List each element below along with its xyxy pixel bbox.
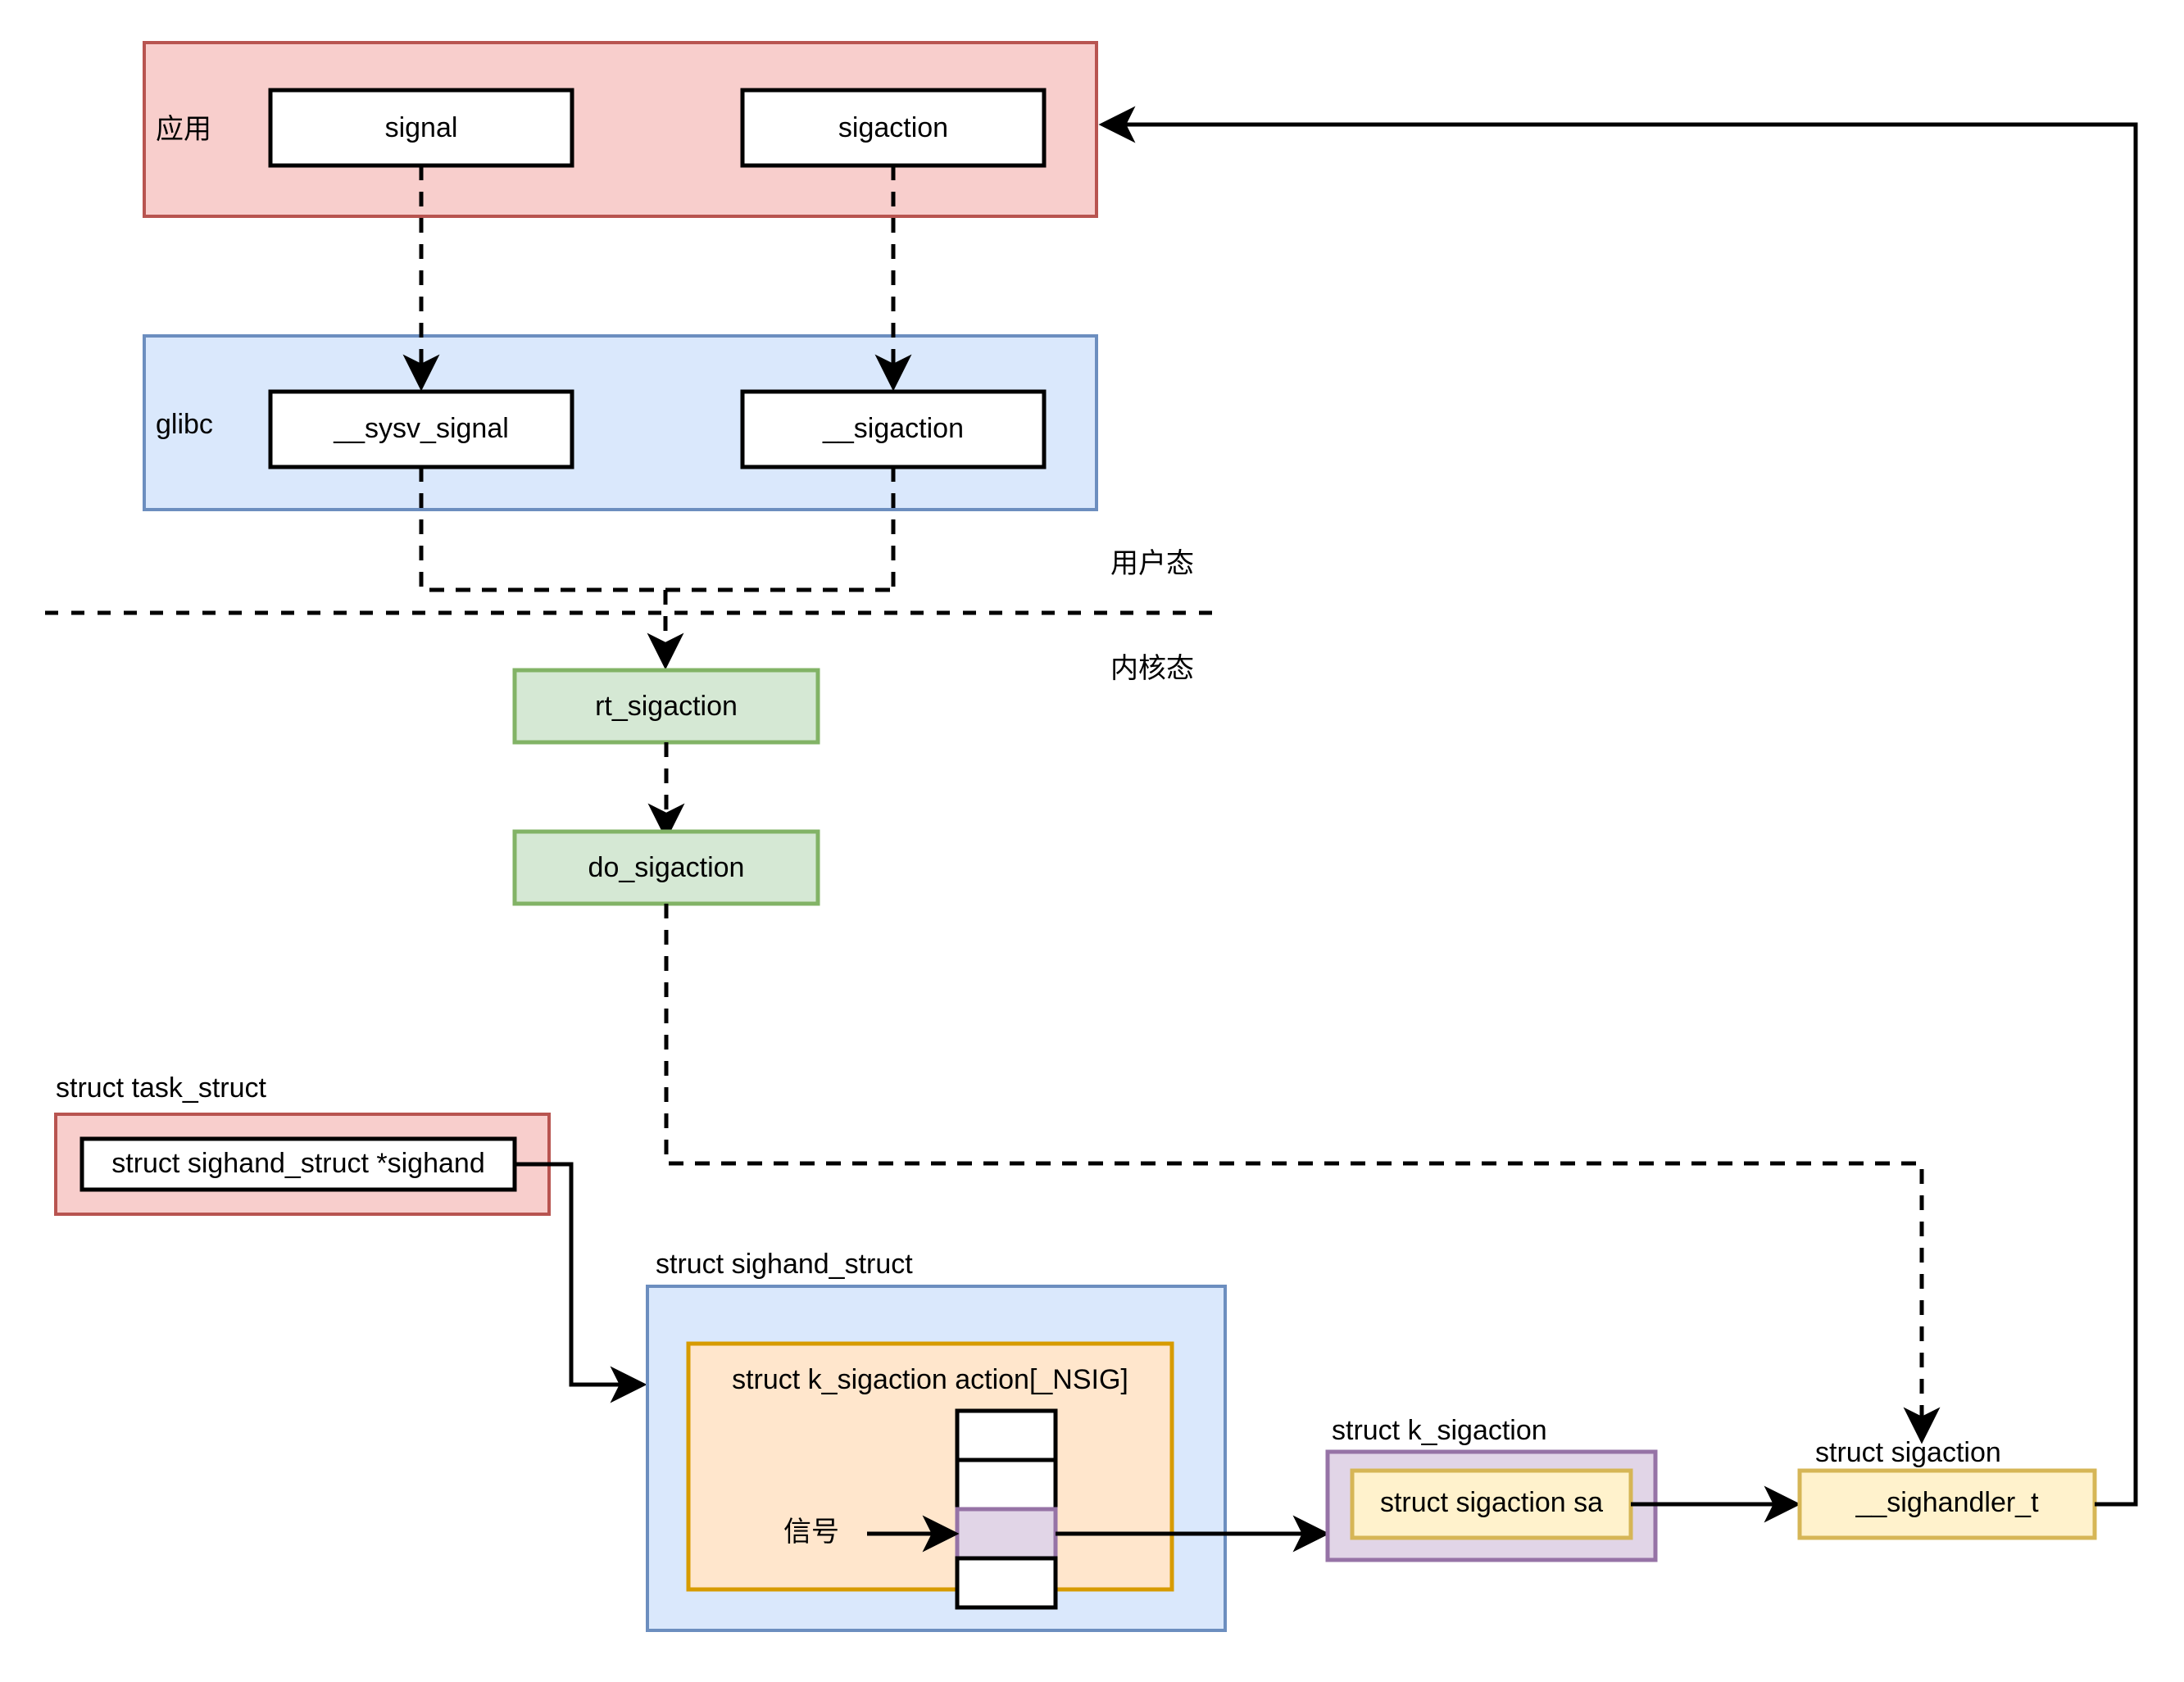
edge-sighand-pointer xyxy=(515,1162,647,1403)
glibc-box-sysv-signal-label: __sysv_signal xyxy=(333,413,509,444)
kernel-box-do-sigaction[interactable] xyxy=(512,829,820,906)
app-box-signal-label: signal xyxy=(385,112,458,143)
app-layer-label: 应用 xyxy=(156,114,211,145)
glibc-box-sigaction-label: __sigaction xyxy=(822,413,964,444)
array-cell[interactable] xyxy=(955,1458,1058,1512)
signal-arrow-label: 信号 xyxy=(783,1517,839,1548)
sigaction-field-sighandler-label: __sighandler_t xyxy=(1855,1487,2039,1518)
array-cell[interactable] xyxy=(955,1408,1058,1462)
glibc-layer-label: glibc xyxy=(156,409,213,440)
array-cell[interactable] xyxy=(955,1556,1058,1610)
sigaction-struct-caption: struct sigaction xyxy=(1815,1437,2001,1468)
k-sigaction-field-sa-label: struct sigaction sa xyxy=(1380,1487,1603,1518)
edge-glibc-merge-left xyxy=(419,467,893,592)
array-cell-selected[interactable] xyxy=(955,1507,1058,1561)
kernel-box-rt-sigaction[interactable] xyxy=(512,668,820,745)
edge-do-sigaction-to-sigaction-struct xyxy=(664,904,1941,1444)
sighand-struct-caption: struct sighand_struct xyxy=(656,1249,913,1280)
kernel-mode-label: 内核态 xyxy=(1110,653,1194,684)
task-struct-caption: struct task_struct xyxy=(56,1072,267,1104)
k-sigaction-caption: struct k_sigaction xyxy=(1332,1415,1547,1446)
k-sigaction-field-sa[interactable] xyxy=(1350,1468,1633,1540)
kernel-box-do-sigaction-label: do_sigaction xyxy=(588,852,745,883)
app-box-sigaction-label: sigaction xyxy=(838,112,948,143)
glibc-box-sigaction[interactable] xyxy=(740,389,1047,469)
edge-handler-return-to-app xyxy=(1098,106,2138,1507)
kernel-box-rt-sigaction-label: rt_sigaction xyxy=(595,691,738,722)
task-struct-field-sighand-label: struct sighand_struct *sighand xyxy=(111,1148,484,1179)
k-sigaction-array-label: struct k_sigaction action[_NSIG] xyxy=(732,1364,1128,1395)
user-mode-label: 用户态 xyxy=(1110,548,1194,579)
